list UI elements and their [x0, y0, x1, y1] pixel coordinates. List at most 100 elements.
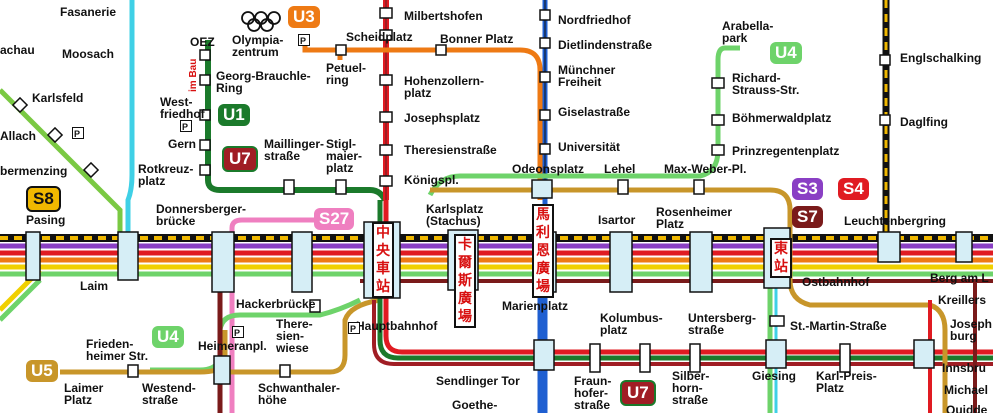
station-achau: achau: [0, 43, 35, 57]
station-rosenheimer-platz: Rosenheimer Platz: [656, 205, 733, 231]
station-st-martin-strasse: St.-Martin-Straße: [790, 319, 887, 333]
station-universitaet: Universität: [558, 140, 621, 154]
station-josephsburg: Joseph burg: [950, 317, 993, 343]
station-scheidplatz: Scheidplatz: [346, 30, 413, 44]
station-karlsfeld: Karlsfeld: [32, 91, 84, 105]
station-josephsplatz: Josephsplatz: [404, 111, 481, 125]
station-michaelibad: Michael: [944, 383, 989, 397]
s7-badge: S7: [792, 206, 823, 228]
platform-leuchtenberg: [877, 231, 901, 263]
u5-line-east: [430, 187, 948, 413]
station-theresienstrasse: Theresienstraße: [404, 143, 497, 157]
u3-badge: U3: [288, 6, 320, 28]
platform-hackerbruecke: [291, 231, 313, 293]
s27-badge: S27: [314, 208, 355, 230]
station-ostbahnhof: Ostbahnhof: [802, 275, 870, 289]
marienplatz-chinese-label: 馬 利 恩 廣 場: [532, 204, 554, 298]
station-milbertshofen: Milbertshofen: [404, 9, 483, 23]
u5-badge: U5: [26, 360, 58, 382]
station-leuchtenbergring: Leuchtenbergring: [844, 214, 947, 228]
svg-text:P: P: [350, 324, 356, 334]
station-giselastrasse: Giselastraße: [558, 105, 631, 119]
station-daglfing: Daglfing: [900, 115, 948, 129]
station-silberhornstrasse: Silber- horn- straße: [672, 369, 710, 407]
platform-heimeranpl: [213, 355, 231, 385]
u7-left-badge: U7: [222, 146, 258, 172]
station-olympiazentrum: Olympia- zentrum: [232, 33, 284, 59]
station-theresienwiese: There- sien- wiese: [276, 317, 313, 355]
station-kreillerstrasse: Kreillers: [938, 293, 987, 307]
station-berg-am-laim: Berg am L: [930, 271, 989, 285]
park-and-ride-icon: P: [72, 127, 84, 139]
park-and-ride-icon: P: [298, 34, 310, 46]
station-friedenheimer: Frieden- heimer Str.: [86, 337, 149, 363]
station-richard-strauss: Richard- Strauss-Str.: [732, 71, 800, 97]
station-arabellapark: Arabella- park: [722, 19, 774, 45]
platform-sendlinger-tor: [533, 339, 555, 371]
station-kolumbusplatz: Kolumbus- platz: [600, 311, 663, 337]
station-prinzregentenplatz: Prinzregentenplatz: [732, 144, 840, 158]
station-nordfriedhof: Nordfriedhof: [558, 13, 631, 27]
platform-laim: [117, 231, 139, 281]
station-hackerbruecke: Hackerbrücke: [236, 297, 316, 311]
platform-karlpreis: [913, 339, 935, 369]
station-max-weber-platz: Max-Weber-Pl.: [664, 162, 747, 176]
svg-text:P: P: [300, 36, 306, 46]
station-gern: Gern: [168, 137, 197, 151]
platform-giesing: [765, 339, 787, 369]
station-im-bau: im Bau: [188, 58, 199, 92]
station-fasanerie: Fasanerie: [60, 5, 117, 19]
olympic-rings-icon: [241, 11, 281, 32]
station-englschalking: Englschalking: [900, 51, 982, 65]
station-hauptbahnhof: Hauptbahnhof: [356, 319, 438, 333]
station-stiglmaierplatz: Stigl- maier- platz: [326, 137, 363, 175]
u1-badge: U1: [218, 104, 250, 126]
u4-bottom-badge: U4: [152, 326, 184, 348]
park-and-ride-icon: P: [180, 120, 192, 132]
station-obermenzing: bermenzing: [0, 164, 68, 178]
hauptbahnhof-chinese-label: 中 央 車 站: [372, 222, 394, 298]
station-allach: Allach: [0, 129, 37, 143]
s2-line: [0, 88, 123, 238]
station-schwanthalerhoehe: Schwanthaler- höhe: [258, 381, 341, 407]
s27-line: [229, 217, 320, 238]
platform-isartor: [609, 231, 633, 293]
s4-badge: S4: [838, 178, 869, 200]
station-ticks: [11, 7, 891, 378]
svg-text:P: P: [74, 129, 80, 139]
station-dietlindenstrasse: Dietlindenstraße: [558, 38, 653, 52]
u7-bottom-badge: U7: [620, 380, 656, 406]
station-laimer-platz: Laimer Platz: [64, 381, 104, 407]
svg-text:P: P: [182, 122, 188, 132]
u4-line-west: [150, 297, 362, 373]
s-bahn-trunk: [0, 234, 993, 283]
station-untersbergstrasse: Untersberg- straße: [688, 311, 757, 337]
station-odeonsplatz: Odeonsplatz: [512, 162, 585, 176]
u4-line-east: [427, 45, 740, 197]
station-karl-preis-platz: Karl-Preis- Platz: [816, 369, 877, 395]
station-donnersbergerbruecke: Donnersberger- brücke: [156, 202, 247, 228]
karlsplatz-chinese-label: 卡 爾 斯 廣 場: [454, 234, 476, 328]
station-marienplatz: Marienplatz: [502, 299, 569, 313]
station-hohenzollernplatz: Hohenzollern- platz: [404, 74, 484, 100]
station-innsbrucker-ring: Innsbru: [942, 361, 986, 375]
station-maillingerstrasse: Maillinger- straße: [264, 137, 325, 163]
station-moosach: Moosach: [62, 47, 115, 61]
s8-badge: S8: [26, 186, 61, 212]
station-karlsplatz: Karlsplatz (Stachus): [426, 202, 484, 228]
platform-odeonsplatz: [531, 179, 553, 199]
svg-text:P: P: [234, 328, 240, 338]
station-goetheplatz: Goethe-: [452, 398, 498, 412]
station-giesing: Giesing: [752, 369, 797, 383]
station-fraunhoferstrasse: Fraun- hofer- straße: [574, 374, 612, 412]
ostbahnhof-chinese-label: 東 站: [770, 238, 792, 278]
station-georg-brauchle: Georg-Brauchle- Ring: [216, 69, 311, 95]
station-petuelring: Petuel- ring: [326, 61, 367, 87]
s1-line: [125, 0, 135, 238]
s3-badge: S3: [792, 178, 823, 200]
station-isartor: Isartor: [598, 213, 636, 227]
s2-allach-line: [20, 100, 120, 200]
station-heimeranplatz: Heimeranpl.: [198, 339, 267, 353]
u3-line: [302, 40, 543, 200]
